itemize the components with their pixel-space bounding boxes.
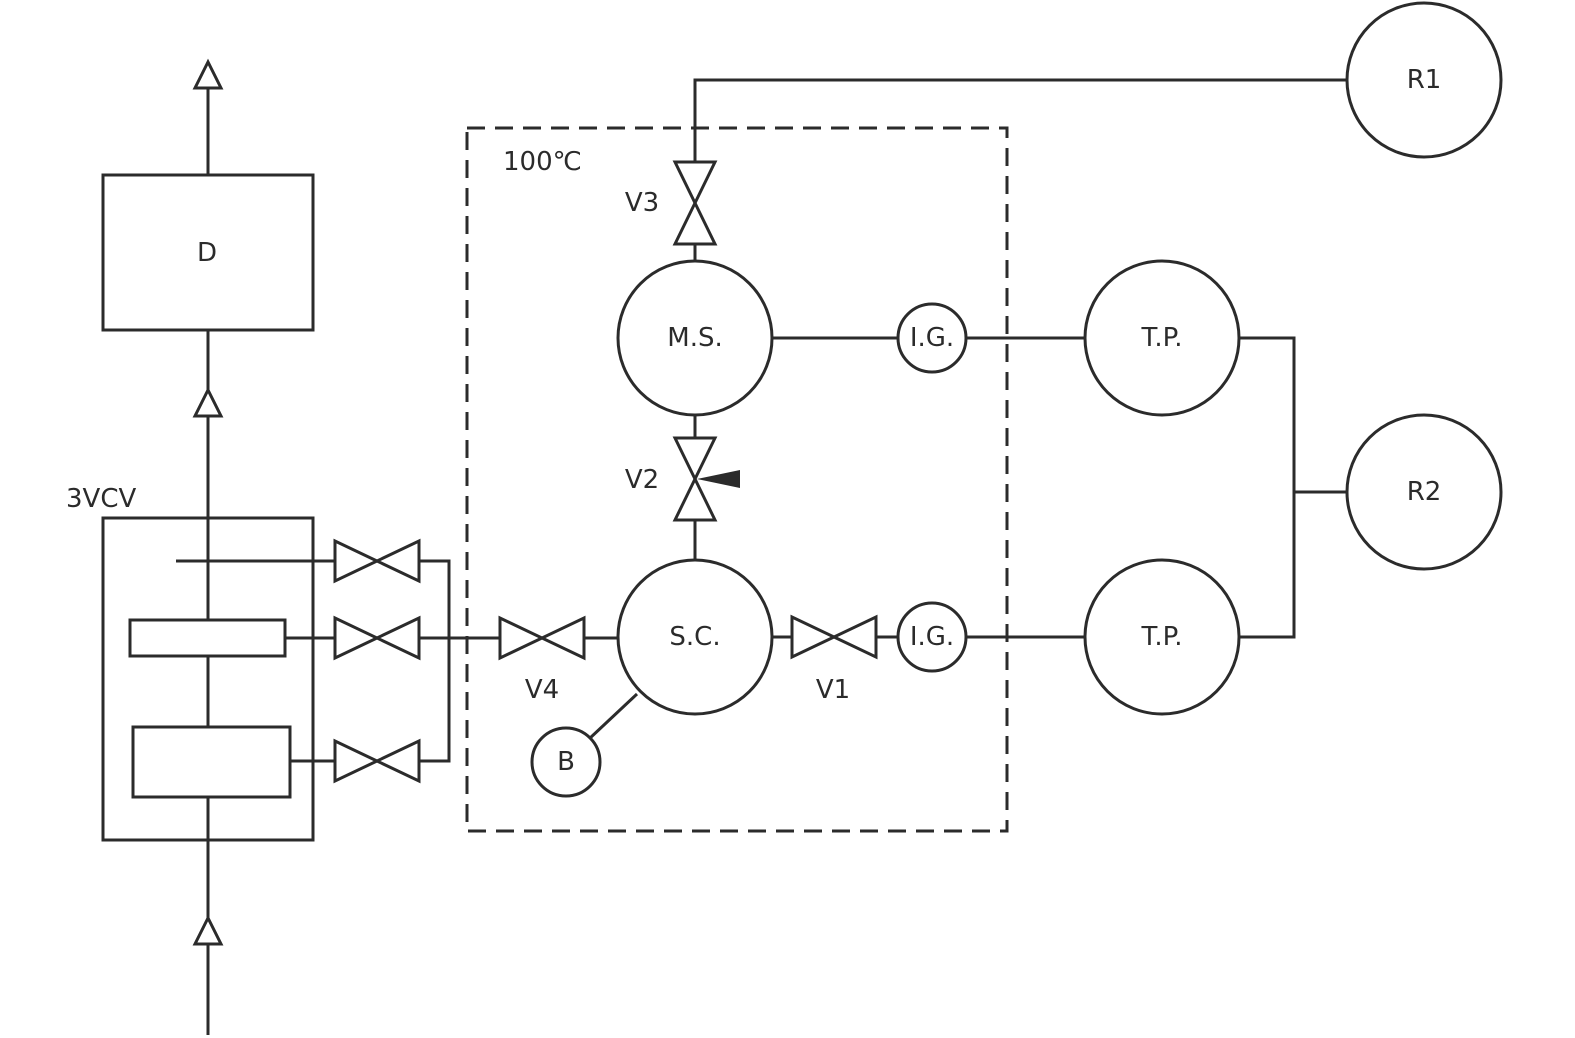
detector-label: D bbox=[197, 238, 217, 268]
bulb-label: B bbox=[557, 747, 575, 777]
temperature-label: 100℃ bbox=[503, 147, 582, 177]
ion-gauge-bottom-label: I.G. bbox=[910, 622, 954, 652]
flow-arrow-bottom bbox=[192, 914, 224, 946]
valve-v1 bbox=[790, 614, 878, 660]
valve-v3-label: V3 bbox=[625, 188, 659, 218]
mass-spec-label: M.S. bbox=[667, 323, 722, 353]
bulb bbox=[530, 726, 602, 798]
detector-box bbox=[101, 173, 315, 332]
turbo-pump-top-label: T.P. bbox=[1141, 323, 1183, 353]
flow-arrow-middle bbox=[192, 386, 224, 418]
three-way-valve-bottom bbox=[333, 738, 421, 784]
valve-v3 bbox=[672, 160, 718, 246]
rough-pump-r1 bbox=[1345, 1, 1503, 159]
heated-enclosure bbox=[465, 126, 1009, 833]
ion-gauge-top-label: I.G. bbox=[910, 323, 954, 353]
valve-v4 bbox=[498, 615, 586, 661]
three-way-valve-middle bbox=[333, 615, 421, 661]
rough-pump-r1-label: R1 bbox=[1407, 65, 1442, 95]
sample-chamber-label: S.C. bbox=[669, 622, 720, 652]
valve-v1-label: V1 bbox=[816, 675, 850, 705]
valve-v4-label: V4 bbox=[525, 675, 559, 705]
rough-pump-r2-label: R2 bbox=[1407, 477, 1442, 507]
flow-arrow-top bbox=[192, 58, 224, 90]
sample-loop-small bbox=[128, 618, 287, 658]
three-valve-cv-box bbox=[101, 516, 315, 842]
three-way-valve-top bbox=[333, 538, 421, 584]
turbo-pump-bottom-label: T.P. bbox=[1141, 622, 1183, 652]
sample-loop-large bbox=[131, 725, 292, 799]
valve-v2-actuator bbox=[697, 470, 740, 488]
three-valve-cv-label: 3VCV bbox=[66, 484, 136, 514]
valve-v2-label: V2 bbox=[625, 465, 659, 495]
rough-pump-r2 bbox=[1345, 413, 1503, 571]
